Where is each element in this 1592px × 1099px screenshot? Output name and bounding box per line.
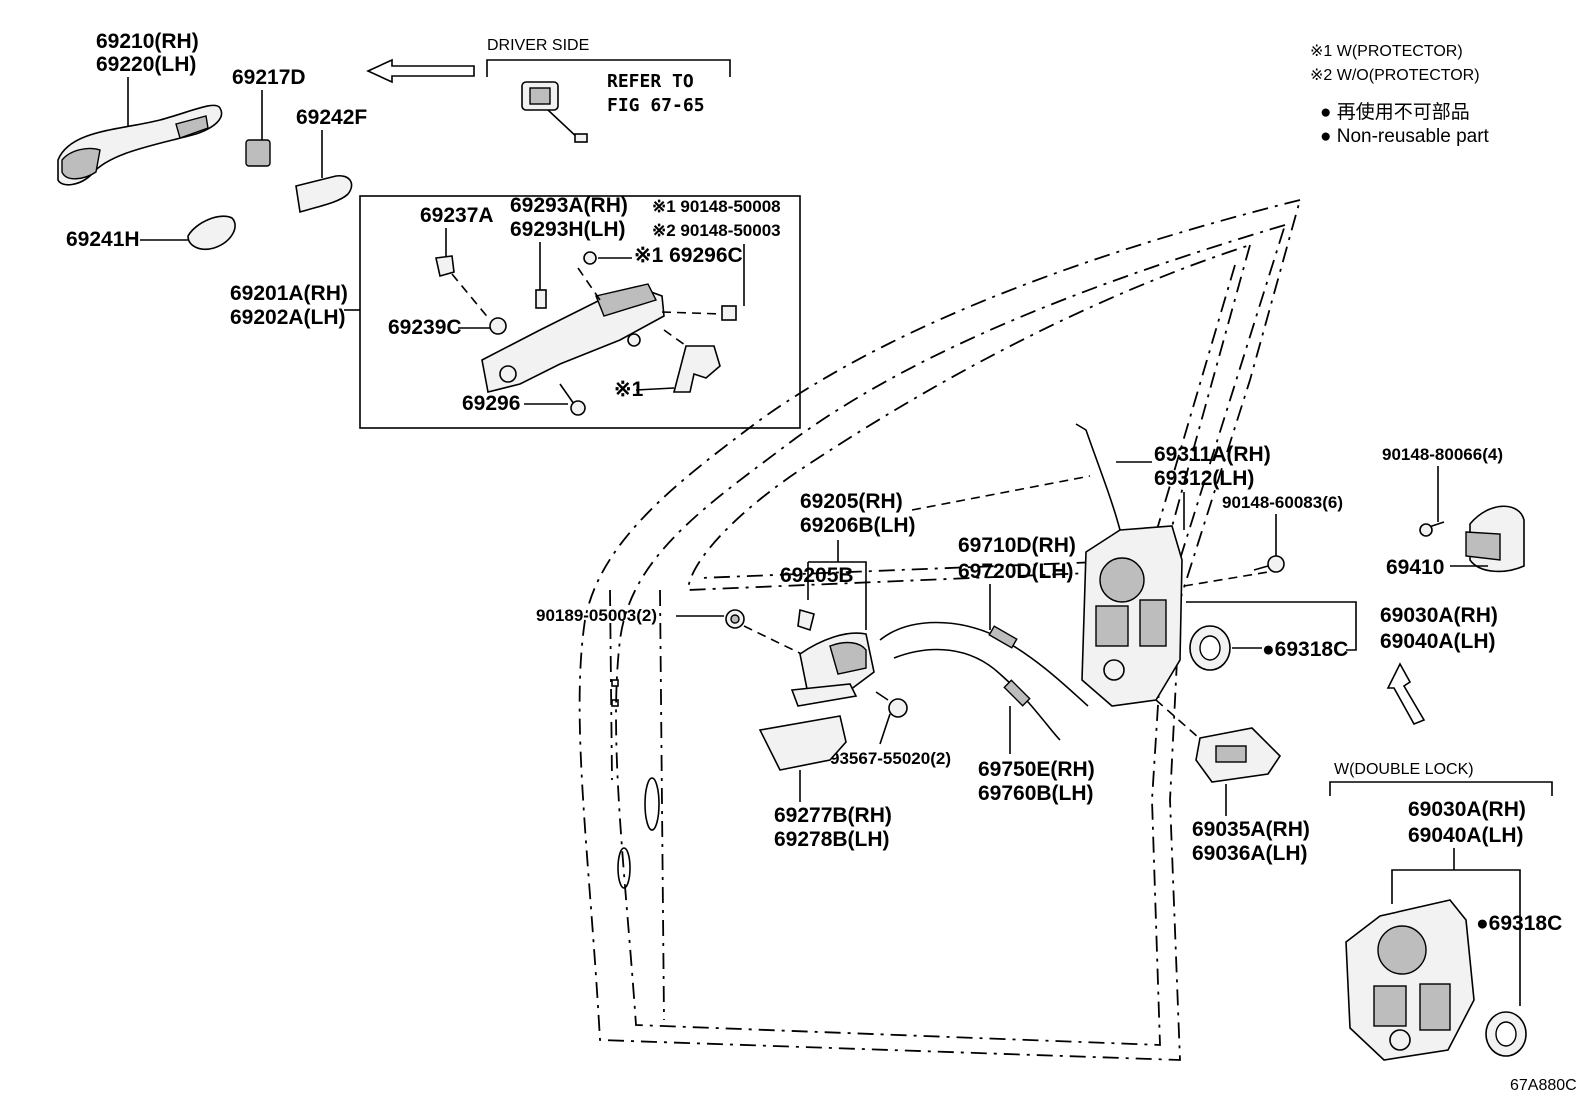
lock-cover-69035A-illustration xyxy=(1195,727,1282,783)
door-frame-outline xyxy=(578,199,1301,1061)
part-69220: 69220(LH) xyxy=(96,53,196,76)
part-69312: 69312(LH) xyxy=(1154,467,1254,490)
cable-69710D-illustration xyxy=(879,621,1089,707)
seal-ring-illustration xyxy=(1189,625,1231,671)
part-69040A: 69040A(LH) xyxy=(1380,630,1496,653)
lock-rod-illustration xyxy=(1075,423,1121,531)
protector-illustration xyxy=(672,345,721,393)
outside-handle-illustration xyxy=(57,104,223,186)
part-69239C: 69239C xyxy=(388,316,462,339)
part-69030A: 69030A(RH) xyxy=(1380,604,1498,627)
part-69237A: 69237A xyxy=(420,204,494,227)
part-69750E: 69750E(RH) xyxy=(978,758,1095,781)
screw-90189-illustration xyxy=(725,609,745,629)
part-69202A: 69202A(LH) xyxy=(230,306,346,329)
front-handle-pad-illustration xyxy=(187,215,236,251)
legend-nonreusable-en: ● Non-reusable part xyxy=(1320,126,1490,147)
part-69210: 69210(RH) xyxy=(96,30,199,53)
handle-frame-box xyxy=(359,195,801,429)
arrow-left-icon xyxy=(366,58,475,84)
clip-69237A-illustration xyxy=(435,255,455,278)
part-69217D: 69217D xyxy=(232,66,306,89)
part-69318C-double-lock: ●69318C xyxy=(1476,912,1562,935)
part-69293A: 69293A(RH) xyxy=(510,194,628,217)
part-69205: 69205(RH) xyxy=(800,490,903,513)
legend-note-no-protector: ※2 W/O(PROTECTOR) xyxy=(1310,67,1480,84)
door-lock-double-illustration xyxy=(1345,899,1475,1061)
screw-90148-60083-illustration xyxy=(1253,555,1285,573)
screw-69296-illustration xyxy=(559,383,586,416)
legend-nonreusable-jp: ● 再使用不可部品 xyxy=(1320,101,1470,123)
cap-69239C-illustration xyxy=(489,317,507,335)
seal-ring-double-lock-illustration xyxy=(1485,1011,1527,1057)
screw-69296C-illustration xyxy=(583,251,597,265)
inside-handle-bezel-illustration xyxy=(758,715,847,771)
part-90148-80066: 90148-80066(4) xyxy=(1382,445,1503,464)
part-69040A-double-lock: 69040A(LH) xyxy=(1408,824,1524,847)
part-69036A: 69036A(LH) xyxy=(1192,842,1308,865)
part-69201A: 69201A(RH) xyxy=(230,282,348,305)
door-lock-cylinder-illustration xyxy=(521,81,588,143)
rear-handle-pad-illustration xyxy=(295,174,353,214)
part-69030A-double-lock: 69030A(RH) xyxy=(1408,798,1526,821)
screw-90148-80066-illustration xyxy=(1419,521,1445,537)
striker-illustration xyxy=(1465,505,1525,573)
part-90148-50003: ※2 90148-50003 xyxy=(652,221,781,240)
part-90148-50008: ※1 90148-50008 xyxy=(652,197,781,216)
figure-code: 67A880C xyxy=(1510,1077,1577,1094)
part-69296: 69296 xyxy=(462,392,520,415)
part-69760B: 69760B(LH) xyxy=(978,782,1094,805)
part-69293H: 69293H(LH) xyxy=(510,218,626,241)
cable-69750E-illustration xyxy=(893,648,1061,741)
arrow-up-icon xyxy=(1386,662,1426,726)
part-69241H: 69241H xyxy=(66,228,140,251)
part-69720D: 69720D(LH) xyxy=(958,560,1074,583)
door-lock-illustration xyxy=(1081,525,1183,707)
part-note1-bracket: ※1 xyxy=(614,378,644,401)
part-93567-55020: 93567-55020(2) xyxy=(830,749,951,768)
refer-fig-label: FIG 67-65 xyxy=(607,95,705,116)
part-69206B: 69206B(LH) xyxy=(800,514,916,537)
inside-handle-illustration xyxy=(790,632,875,707)
legend-note-protector: ※1 W(PROTECTOR) xyxy=(1310,43,1463,60)
part-69242F: 69242F xyxy=(296,106,367,129)
part-69277B: 69277B(RH) xyxy=(774,804,892,827)
part-69296C: ※1 69296C xyxy=(634,244,743,267)
clip-69205B-illustration xyxy=(797,608,815,632)
driver-side-label: DRIVER SIDE xyxy=(487,37,589,54)
screw-93567-illustration xyxy=(875,691,908,718)
part-69410: 69410 xyxy=(1386,556,1444,579)
part-69205B: 69205B xyxy=(780,564,854,587)
part-69311A: 69311A(RH) xyxy=(1154,443,1271,466)
part-90148-60083: 90148-60083(6) xyxy=(1222,493,1343,512)
part-69710D: 69710D(RH) xyxy=(958,534,1076,557)
part-69035A: 69035A(RH) xyxy=(1192,818,1310,841)
part-69318C: ●69318C xyxy=(1262,638,1348,661)
handle-frame-illustration xyxy=(481,283,737,393)
part-69278B: 69278B(LH) xyxy=(774,828,890,851)
part-90189-05003: 90189-05003(2) xyxy=(536,606,657,625)
handle-pad-illustration xyxy=(245,139,271,167)
refer-to-label: REFER TO xyxy=(607,71,694,92)
double-lock-label: W(DOUBLE LOCK) xyxy=(1334,761,1474,778)
